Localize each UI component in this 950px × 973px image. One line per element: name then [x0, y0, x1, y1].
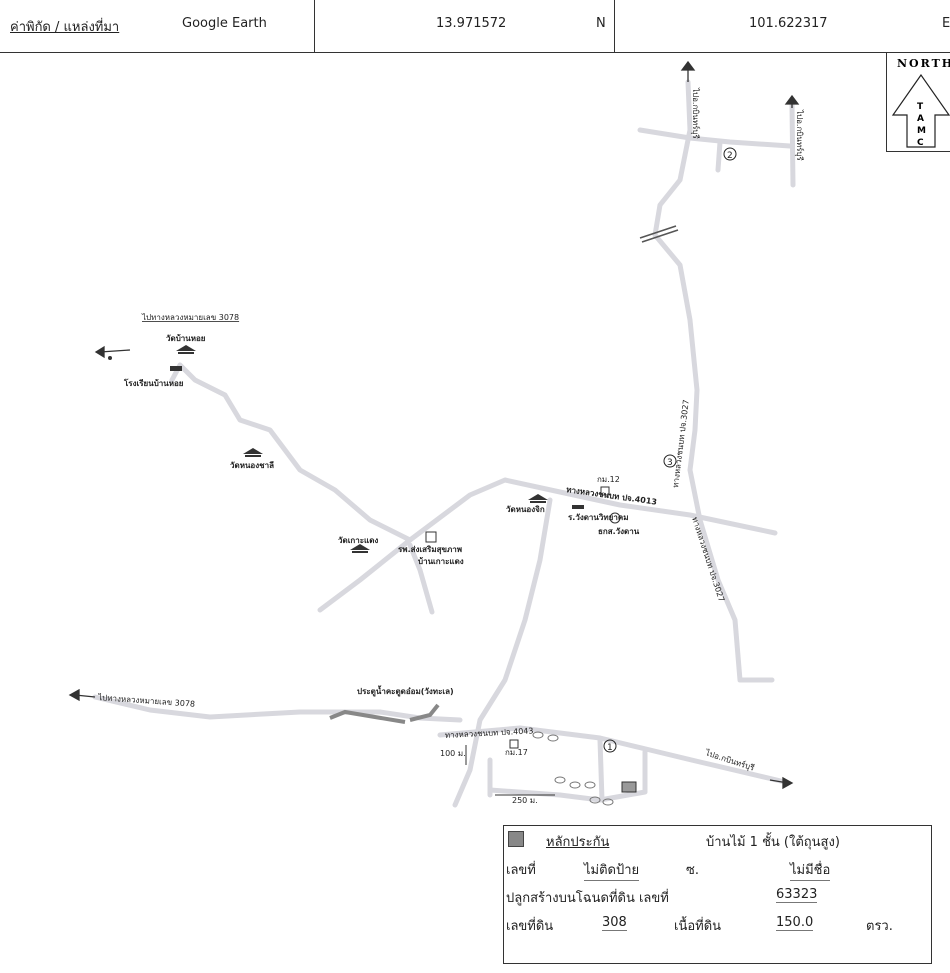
temple-icon: [528, 494, 548, 503]
direction-arrows: [68, 60, 800, 790]
area-value: 150.0: [776, 915, 814, 931]
location-map: 2 3 1 ไปอ.กบินทร์บุรี ไปอ.กบินทร์บุรี: [68, 60, 805, 808]
school-icon: [572, 505, 584, 509]
label-water-gate: ประตูน้ำคะตูดอ๋อม(วังทะเล): [357, 685, 454, 697]
road-4013: [317, 477, 778, 613]
north-letter-a: A: [917, 114, 924, 124]
house-no-label: เลขที่: [506, 863, 536, 878]
marker-2: 2: [727, 151, 733, 161]
area-unit: ตรว.: [866, 919, 893, 934]
label-wat-nong-chik: วัดหนองจิก: [506, 505, 545, 514]
latitude-direction: N: [596, 16, 606, 31]
label-school-wang-dan: ร.วังดานวิทยาคม: [568, 513, 628, 522]
road-top-branch: [789, 102, 796, 188]
location-markers: 2 3 1: [603, 147, 737, 753]
water-gate-roads: [329, 703, 440, 724]
north-arrow-icon: [891, 73, 950, 148]
soi-value: ไม่มีชื่อ: [790, 859, 831, 881]
school-icon: [170, 366, 182, 371]
landmark-icons: [108, 345, 621, 749]
deed-value: 63323: [776, 887, 818, 903]
temple-icon: [350, 544, 370, 553]
house-no-value: ไม่ติดป้าย: [584, 859, 640, 881]
label-to-kabinburi-2: ไปอ.กบินทร์บุรี: [795, 109, 805, 161]
road-top-cross: [637, 127, 793, 149]
label-km17: กม.17: [505, 748, 528, 757]
label-wat-ban-nong: วัดบ้านหอย: [166, 333, 206, 343]
label-wat-ko-daeng: วัดเกาะแดง: [338, 536, 378, 545]
road-network: [92, 79, 796, 808]
label-road-3027-b: ทางหลวงชนบท ปจ.3027: [690, 516, 726, 603]
temple-icon: [243, 448, 263, 457]
collateral-plot: [621, 781, 637, 793]
km-post-icon: [509, 739, 519, 749]
label-hospital-2: บ้านเกาะแดง: [418, 556, 464, 566]
north-letter-t: T: [917, 102, 924, 112]
road-northwest: [169, 362, 413, 543]
north-letter-m: M: [917, 126, 926, 136]
longitude-direction: E: [942, 16, 950, 31]
house-type: บ้านไม้ 1 ชั้น (ใต้ถุนสูง): [706, 835, 840, 850]
bank-icon: [609, 512, 621, 524]
land-no-label: เลขที่ดิน: [506, 919, 554, 934]
hospital-icon: [425, 531, 437, 543]
label-road-4043: ทางหลวงชนบท ปจ.4043: [445, 726, 534, 740]
latitude-cell: [314, 0, 615, 52]
road-local-3: [487, 787, 603, 803]
marker-3: 3: [667, 458, 673, 468]
collateral-info-box: หลักประกัน บ้านไม้ 1 ชั้น (ใต้ถุนสูง) เล…: [503, 825, 932, 964]
north-title: NORTH: [897, 57, 950, 70]
label-km12: กม.12: [597, 475, 620, 484]
source-cell: [0, 0, 315, 52]
label-to-highway-3078-top: ไปทางหลวงหมายเลข 3078: [141, 313, 239, 322]
land-no-value: 308: [602, 915, 627, 931]
soi-label: ซ.: [686, 863, 699, 878]
north-arrow-box: NORTH T A M C: [886, 52, 950, 152]
longitude-value: 101.622317: [749, 16, 828, 31]
label-dist-100: 100 ม.: [440, 749, 466, 758]
label-school-ban-nong: โรงเรียนบ้านหอย: [123, 378, 184, 388]
coord-label: ค่าพิกัด / แหล่งที่มา: [10, 20, 120, 35]
road-local-2: [597, 749, 648, 803]
label-dist-250: 250 ม.: [512, 796, 538, 805]
label-to-highway-3078-bottom: ไปทางหลวงหมายเลข 3078: [97, 693, 195, 709]
temple-icon: [176, 345, 196, 354]
road-4043: [437, 725, 788, 785]
road-junction-south: [452, 497, 553, 808]
north-letter-c: C: [917, 138, 924, 148]
railway-line: [639, 225, 679, 243]
label-bank: ธกส.วังดาน: [598, 527, 640, 536]
label-wat-nong-chali: วัดหนองชาลี: [230, 460, 274, 470]
road-hospital-south: [407, 542, 435, 615]
distance-marks: [465, 745, 555, 796]
latitude-value: 13.971572: [436, 16, 507, 31]
km-post-icon: [600, 486, 610, 496]
road-local-1: [597, 737, 605, 803]
source-value: Google Earth: [182, 16, 267, 31]
road-top-spur: [715, 139, 723, 173]
collateral-label: หลักประกัน: [546, 835, 610, 850]
label-road-3027-a: ทางหลวงชนบท ปจ.3027: [671, 399, 691, 488]
deed-label: ปลูกสร้างบนโฉนดที่ดิน เลขที่: [506, 891, 669, 906]
road-north-main: [652, 79, 775, 683]
collateral-swatch: [508, 831, 524, 847]
house-icons: [532, 731, 614, 806]
label-hospital: รพ.ส่งเสริมสุขภาพ: [398, 545, 462, 555]
label-to-kabinburi-1: ไปอ.กบินทร์บุรี: [691, 87, 701, 139]
marker-1: 1: [607, 743, 613, 753]
coordinate-header: ค่าพิกัด / แหล่งที่มา Google Earth 13.97…: [0, 0, 950, 53]
area-label: เนื้อที่ดิน: [674, 919, 722, 934]
